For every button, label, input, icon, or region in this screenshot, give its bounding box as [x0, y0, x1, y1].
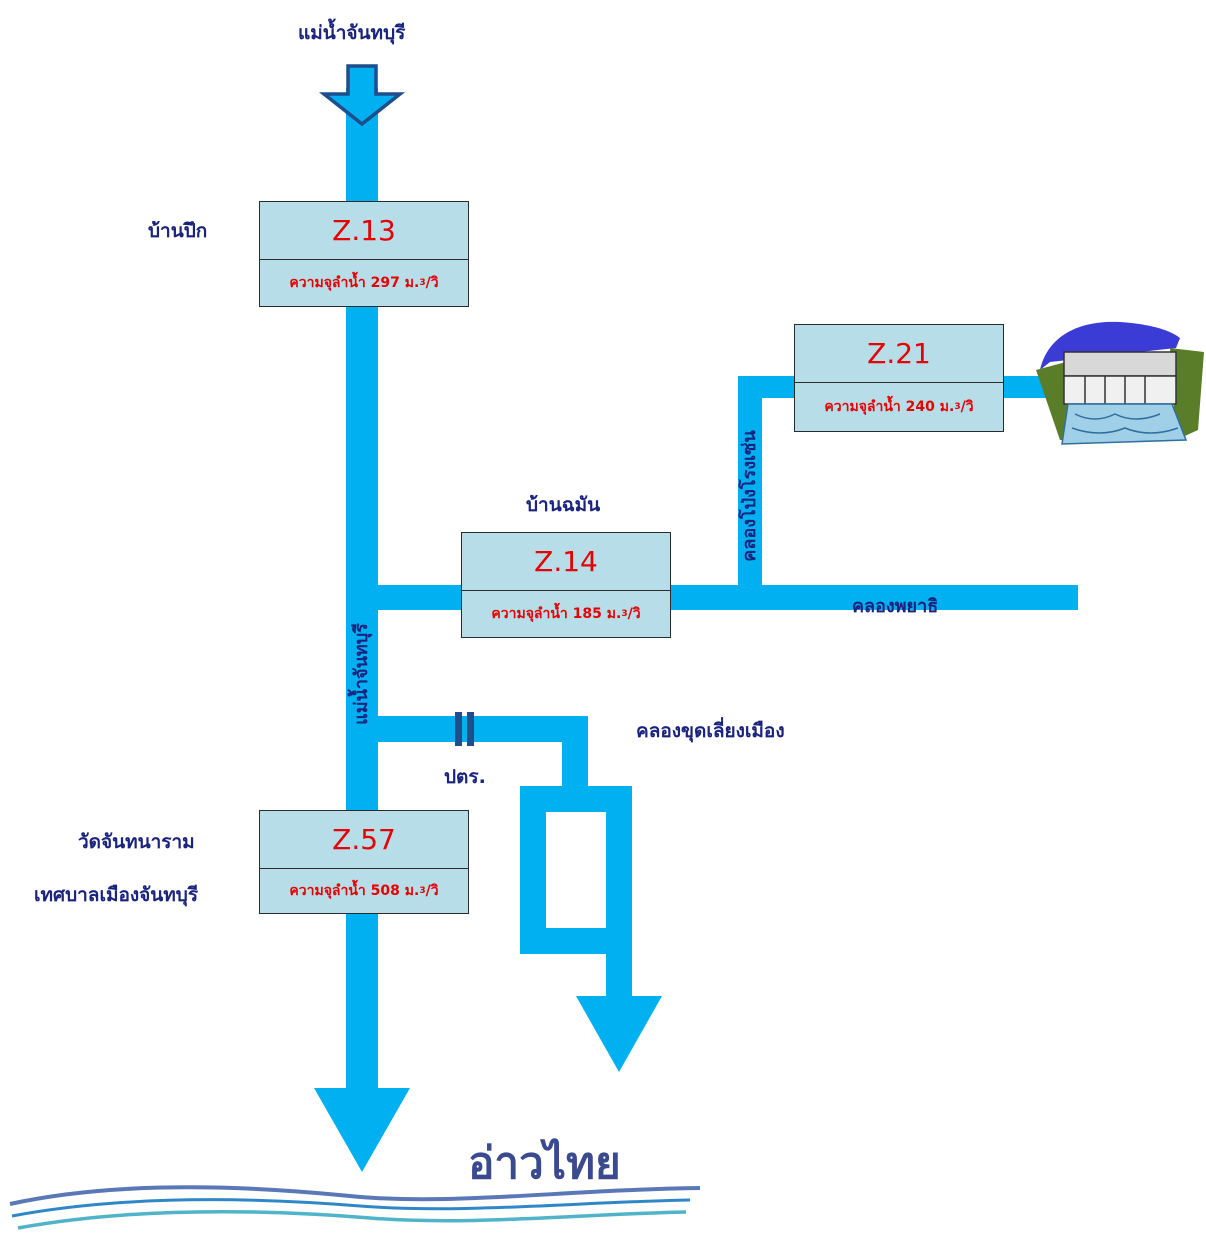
station-capacity: ความจุลำน้ำ 240 ม.3/วิ [795, 383, 1003, 431]
capacity-unit-sup: 3 [419, 886, 426, 896]
capacity-unit-suffix: /วิ [425, 883, 439, 899]
label-khlong-khut: คลองขุดเลี่ยงเมือง [636, 720, 785, 742]
label-ban-chamun: บ้านฉมัน [526, 494, 601, 516]
capacity-text: ความจุลำน้ำ 185 ม. [491, 606, 622, 622]
station-code: Z.21 [867, 336, 931, 370]
station-divider [795, 382, 1003, 383]
capacity-text: ความจุลำน้ำ 297 ม. [289, 275, 420, 291]
label-gulf-of-thailand: อ่าวไทย [468, 1138, 621, 1189]
label-pto: ปตร. [444, 766, 486, 788]
label-khlong-pong-rong-sen: คลองโป่งโรงเซ่น [739, 430, 760, 562]
station-code: Z.57 [332, 822, 396, 856]
label-ban-puek: บ้านปึก [148, 220, 208, 242]
river-arrow-icon [318, 64, 406, 127]
station-code: Z.14 [534, 544, 598, 578]
khlong-pong-rong-sen-channel [738, 376, 762, 601]
khlong-khut-loop-bottom [520, 928, 610, 954]
station-divider [260, 259, 468, 260]
station-code: Z.13 [332, 213, 396, 247]
capacity-unit-sup: 3 [419, 278, 426, 288]
label-municipality: เทศบาลเมืองจันทบุรี [34, 884, 199, 906]
station-z14: Z.14 ความจุลำน้ำ 185 ม.3/วิ [461, 532, 671, 638]
khlong-khut-loop-right [606, 786, 632, 1006]
khlong-khut-arrow-head [576, 996, 662, 1072]
capacity-text: ความจุลำน้ำ 240 ม. [824, 399, 955, 415]
station-capacity: ความจุลำน้ำ 508 ม.3/วิ [260, 869, 468, 913]
label-khlong-phaya-thi: คลองพยาธิ [852, 596, 939, 617]
label-river-vertical: แม่น้ำจันทบุรี [351, 623, 372, 725]
capacity-unit-suffix: /วิ [960, 399, 974, 415]
label-wat-chanthanaram: วัดจันทนาราม [78, 831, 195, 853]
capacity-text: ความจุลำน้ำ 508 ม. [289, 883, 420, 899]
wave-icon [9, 1185, 701, 1230]
capacity-unit-sup: 3 [954, 402, 961, 412]
capacity-unit-suffix: /วิ [425, 275, 439, 291]
station-divider [260, 868, 468, 869]
khlong-phaya-thi-channel [346, 585, 1078, 610]
station-z57: Z.57 ความจุลำน้ำ 508 ม.3/วิ [259, 810, 469, 914]
capacity-unit-sup: 3 [621, 609, 628, 619]
label-river-source: แม่น้ำจันทบุรี [298, 22, 406, 44]
khlong-khut-loop-left [520, 786, 546, 954]
station-capacity: ความจุลำน้ำ 185 ม.3/วิ [462, 591, 670, 637]
station-capacity: ความจุลำน้ำ 297 ม.3/วิ [260, 260, 468, 306]
capacity-unit-suffix: /วิ [627, 606, 641, 622]
dam-icon [1036, 321, 1204, 445]
gate-icon [455, 712, 474, 746]
station-divider [462, 590, 670, 591]
station-z13: Z.13 ความจุลำน้ำ 297 ม.3/วิ [259, 201, 469, 307]
main-river-arrow-head [314, 1088, 410, 1172]
khlong-khut-down [562, 716, 588, 796]
station-z21: Z.21 ความจุลำน้ำ 240 ม.3/วิ [794, 324, 1004, 432]
